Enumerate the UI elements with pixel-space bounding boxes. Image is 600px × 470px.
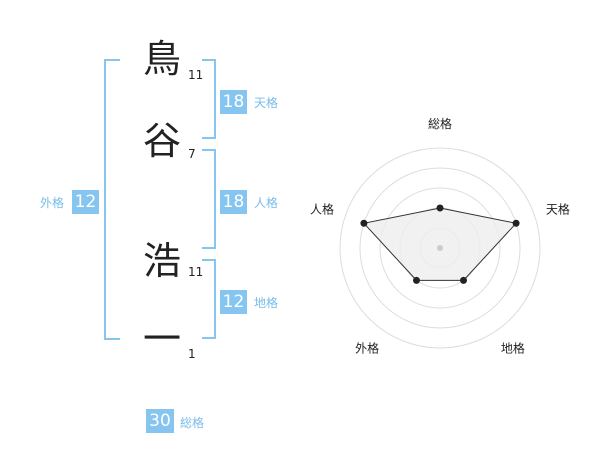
name-char-1: 鳥: [142, 37, 181, 81]
jinkaku-bracket: [202, 149, 216, 249]
radar-center: [437, 245, 443, 251]
radar-point-1: [436, 204, 444, 212]
outer-bracket: [104, 59, 120, 340]
radar-point-5: [360, 219, 368, 227]
stroke-count-3: 11: [188, 265, 204, 279]
stroke-count-4: 1: [188, 347, 196, 361]
radar-axis-label-5: 人格: [310, 202, 334, 217]
jinkaku-value: 18: [220, 190, 247, 214]
name-char-3: 浩: [142, 239, 181, 283]
stroke-count-1: 11: [188, 68, 204, 82]
tenkaku-value: 18: [220, 90, 247, 114]
radar-point-3: [460, 276, 468, 284]
jinkaku-label: 人格: [254, 196, 279, 210]
radar-ring: [379, 187, 501, 309]
radar-ring: [359, 167, 521, 329]
gaikaku-label: 外格: [40, 196, 65, 210]
name-char-2: 谷: [142, 119, 181, 163]
radar-point-2: [512, 219, 520, 227]
soukaku-value: 30: [146, 409, 174, 433]
gaikaku-value: 12: [72, 190, 99, 214]
radar-axis-label-4: 外格: [355, 340, 379, 355]
soukaku-label: 総格: [180, 416, 205, 430]
chikaku-value: 12: [220, 290, 247, 314]
radar-area: [362, 207, 518, 281]
radar-point-4: [412, 276, 420, 284]
radar-axis-label-2: 天格: [546, 202, 570, 217]
radar-ring: [339, 147, 541, 349]
radar-axis-label-1: 総格: [428, 116, 452, 131]
radar-axis-label-3: 地格: [501, 340, 525, 355]
stroke-count-2: 7: [188, 147, 196, 161]
chikaku-label: 地格: [254, 296, 279, 310]
chikaku-bracket: [202, 259, 216, 339]
tenkaku-label: 天格: [254, 96, 279, 110]
tenkaku-bracket: [202, 59, 216, 139]
name-char-4: 一: [142, 317, 181, 361]
